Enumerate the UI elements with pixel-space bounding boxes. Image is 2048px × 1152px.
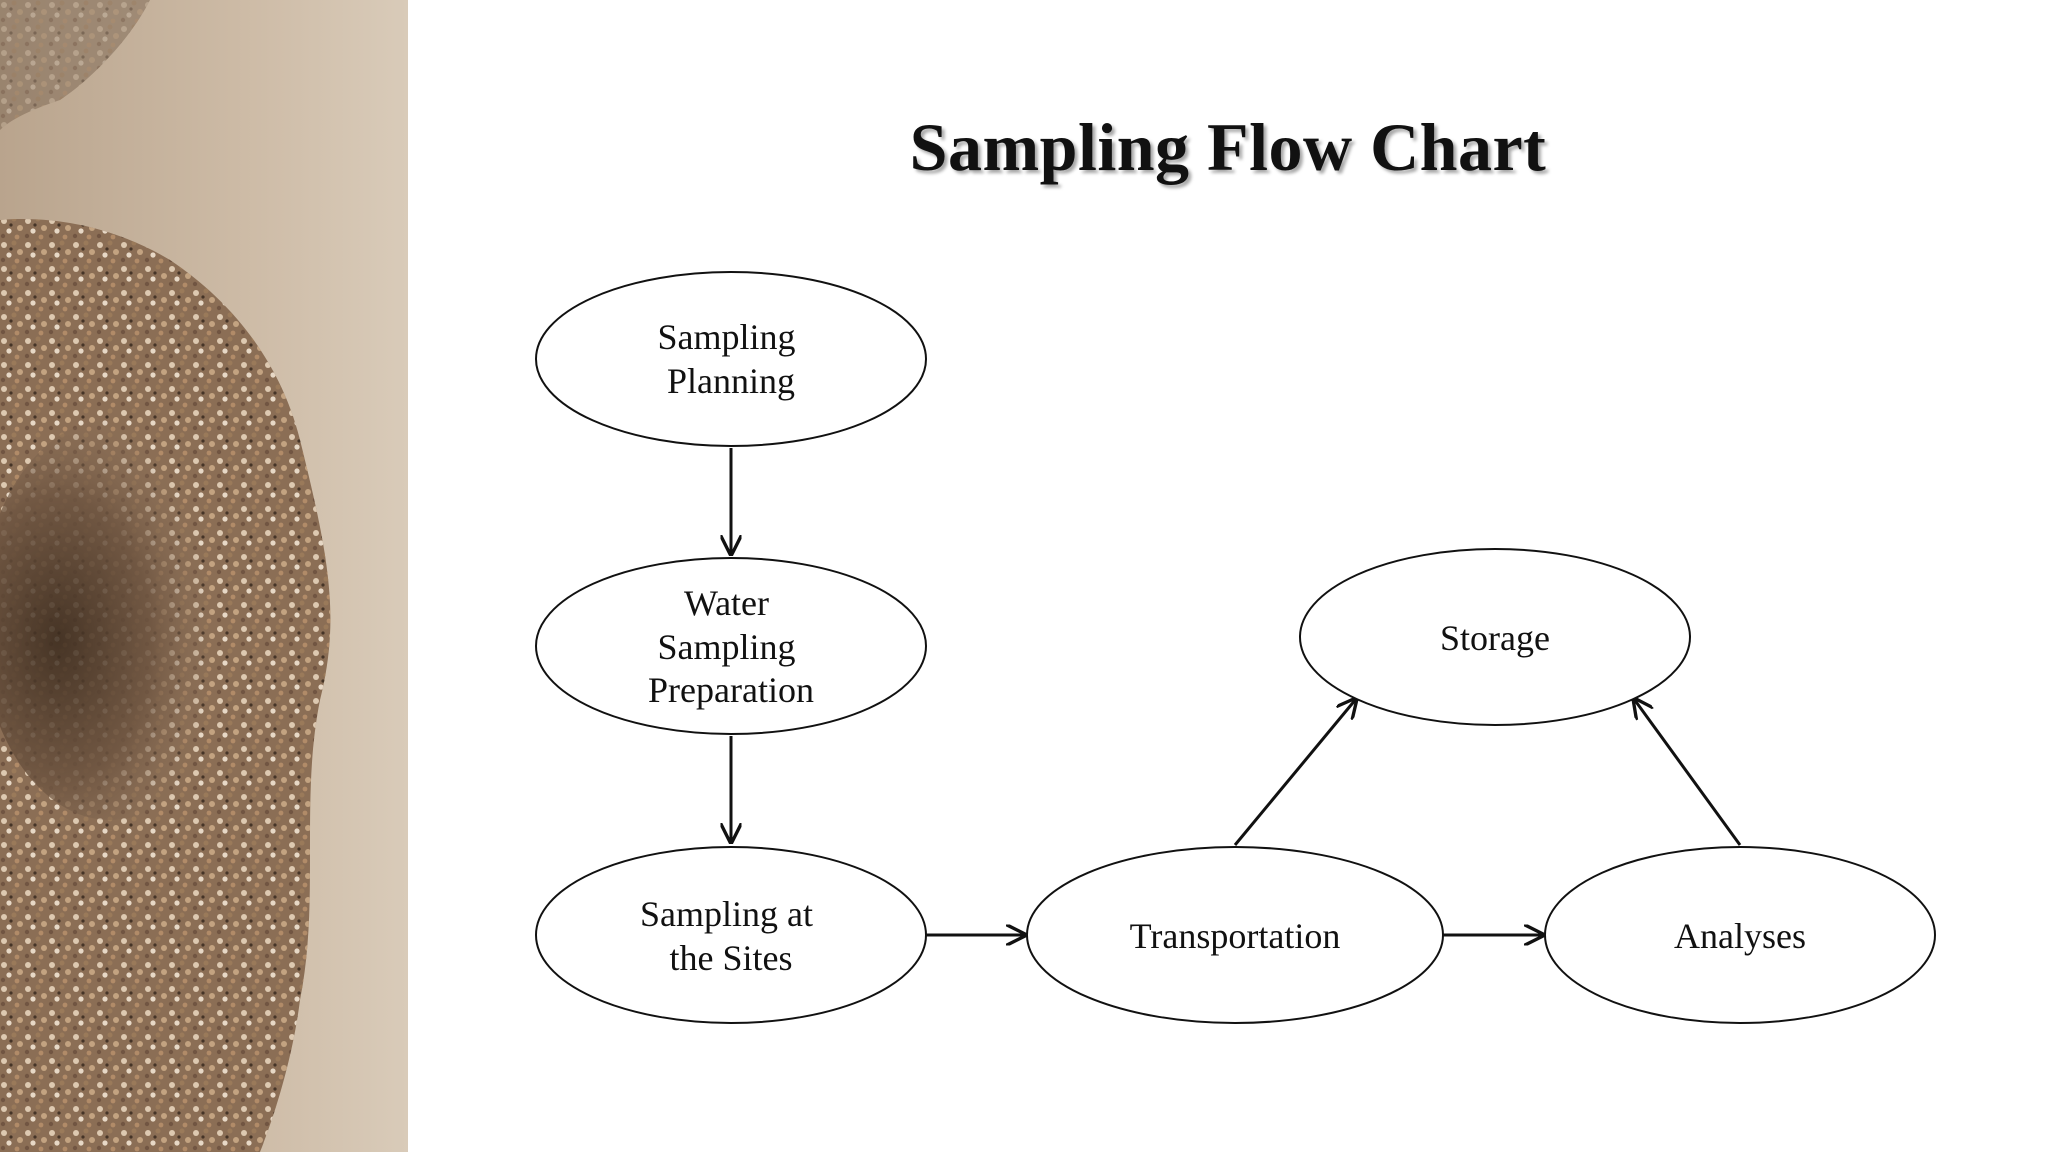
node-storage: Storage [1299,548,1691,726]
svg-text:Water Sampling Pre: Water Sampling Preparation [648,583,814,710]
node-shape [1544,846,1936,1024]
node-label-line: the Sites [670,938,793,978]
svg-text:Sampling at the Sites: Sampling at the Sites [640,894,822,978]
node-sampling-at-sites: Sampling at the Sites [535,846,927,1024]
node-label-line: Storage [1440,618,1550,658]
svg-text:Transportation: Transportation [1130,916,1341,956]
edge-analyses-to-storage [1634,699,1742,846]
node-shape [535,557,927,735]
node-label-line: Analyses [1674,916,1806,956]
svg-text:Sampling Planning: Sampling Planning [657,317,804,401]
edge-transportation-to-storage [1233,699,1356,846]
svg-text:Storage: Storage [1440,618,1550,658]
node-transportation: Transportation [1026,846,1444,1024]
node-analyses: Analyses [1544,846,1936,1024]
node-label-line: Transportation [1130,916,1341,956]
node-shape [1299,548,1691,726]
slide-title: Sampling Flow Chart [909,109,1547,185]
node-shape [1026,846,1444,1024]
node-label-line: Planning [667,361,795,401]
node-label-line: Preparation [648,670,814,710]
node-shape [535,846,927,1024]
diagram-edges [731,448,1742,935]
node-label-line: Water [684,583,769,623]
sand-background-image [0,0,408,1152]
node-sampling-planning: Sampling Planning [535,271,927,447]
node-label-line: Sampling [657,317,795,357]
node-shape [535,271,927,447]
svg-text:Analyses: Analyses [1674,916,1806,956]
node-label-line: Sampling at [640,894,813,934]
node-label-line: Sampling [657,627,795,667]
node-water-sampling-preparation: Water Sampling Preparation [535,557,927,735]
